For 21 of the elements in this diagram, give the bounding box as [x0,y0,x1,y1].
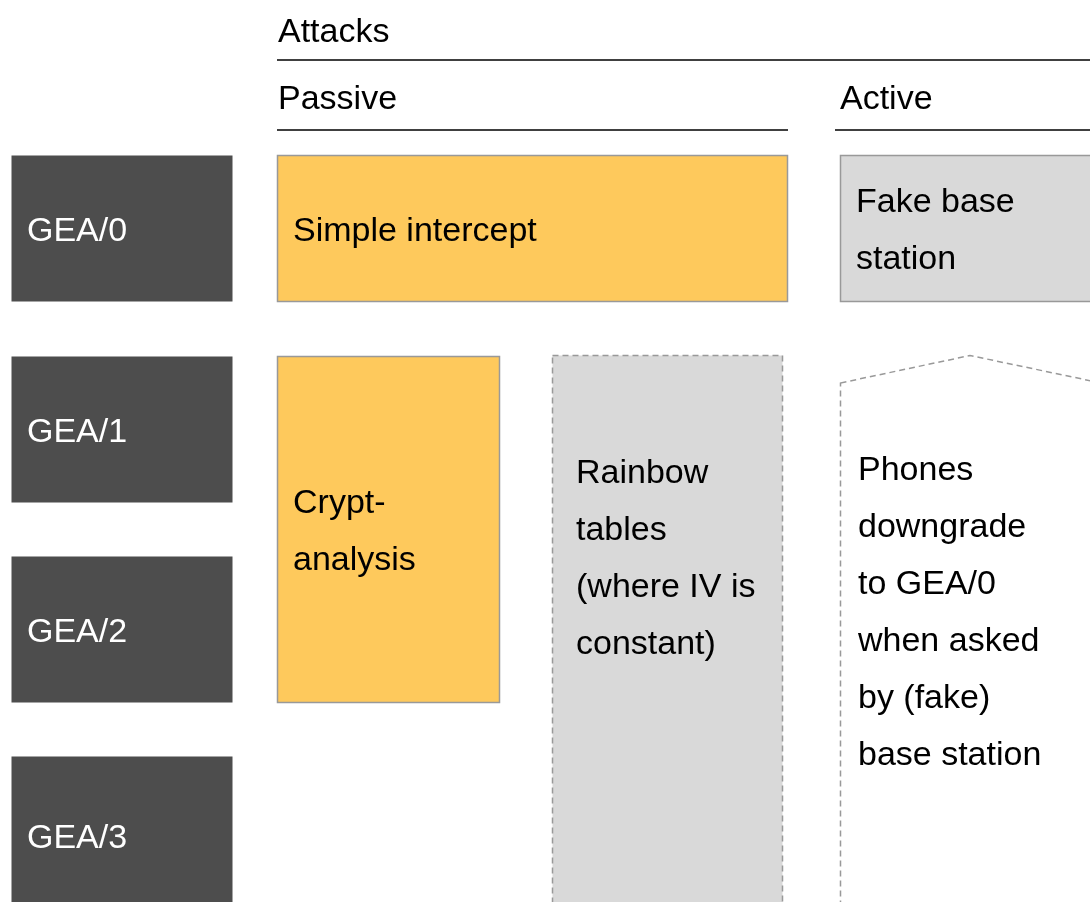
cipher-box [11,155,233,302]
box-text: GEA/0 [27,208,129,249]
box-text: Simple intercept [293,208,538,250]
heading-text: Attacks [278,10,390,50]
box-text: Crypt- analysis [293,480,417,579]
cipher-box [11,756,233,902]
box-text: GEA/2 [27,609,129,650]
box-text: GEA/1 [27,409,129,450]
attack-box [277,155,788,302]
heading-text: Passive [278,77,398,117]
box-text: Phones downgrade to GEA/0 when asked by (fake) base station [858,448,1042,774]
attack-box [277,356,500,703]
attack-box [840,155,1090,302]
dashed-attack-box [552,355,783,902]
cipher-box [11,556,233,703]
box-text: GEA/3 [27,815,129,857]
cipher-box [11,356,233,503]
dashed-arrow-box [840,355,1090,902]
box-text: Rainbow tables (where IV is constant) [576,451,757,663]
box-text: Fake base station [856,179,1016,278]
heading-text: Active [840,77,933,117]
